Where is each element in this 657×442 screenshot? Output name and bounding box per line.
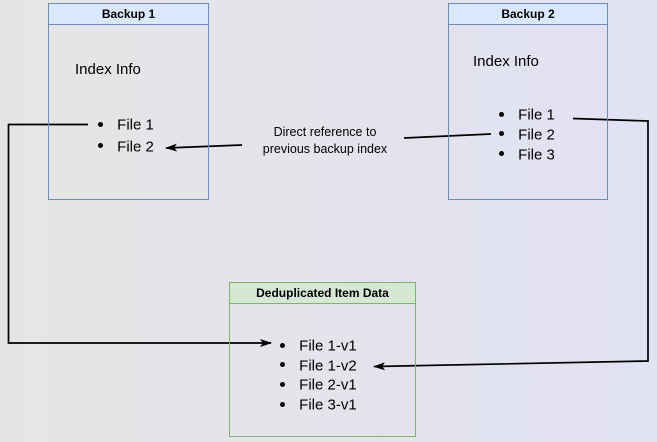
file-list-item: File 1-v2 xyxy=(280,356,357,376)
edge-label: Direct reference to previous backup inde… xyxy=(262,125,388,156)
file-label: File 3-v1 xyxy=(299,396,357,414)
file-list-item: File 2 xyxy=(98,136,154,158)
bullet-icon xyxy=(280,342,285,348)
backup2-box: Backup 2 Index Info File 1 File 2 File 3 xyxy=(448,3,608,200)
file-list-item: File 3-v1 xyxy=(280,395,357,415)
file-list-item: File 1 xyxy=(499,105,555,125)
bullet-icon xyxy=(499,151,504,157)
bullet-icon xyxy=(499,111,504,117)
file-label: File 1 xyxy=(117,116,154,134)
backup2-subtitle: Index Info xyxy=(473,53,539,70)
file-list-item: File 1-v1 xyxy=(280,336,357,356)
dedup-box: Deduplicated Item Data File 1-v1 File 1-… xyxy=(229,282,416,437)
file-label: File 1 xyxy=(518,106,555,124)
file-label: File 2 xyxy=(117,138,154,156)
dedup-item-list: File 1-v1 File 1-v2 File 2-v1 File 3-v1 xyxy=(280,336,357,415)
file-list-item: File 1 xyxy=(98,114,154,136)
backup1-file-list: File 1 File 2 xyxy=(98,114,154,157)
file-list-item: File 2 xyxy=(499,125,555,145)
bullet-icon xyxy=(499,131,504,137)
bullet-icon xyxy=(280,382,285,387)
backup1-subtitle: Index Info xyxy=(75,61,141,78)
file-list-item: File 3 xyxy=(499,145,555,165)
file-label: File 3 xyxy=(518,145,555,163)
bullet-icon xyxy=(98,121,103,127)
backup2-title: Backup 2 xyxy=(449,4,607,25)
backup1-title: Backup 1 xyxy=(49,4,208,25)
file-label: File 1-v2 xyxy=(299,357,357,375)
file-label: File 2-v1 xyxy=(299,376,357,394)
bullet-icon xyxy=(280,362,285,368)
file-label: File 2 xyxy=(518,126,555,144)
bullet-icon xyxy=(98,143,103,149)
bullet-icon xyxy=(280,401,285,407)
backup2-file-list: File 1 File 2 File 3 xyxy=(499,105,555,164)
file-label: File 1-v1 xyxy=(299,337,357,355)
file-list-item: File 2-v1 xyxy=(280,375,357,395)
dedup-title: Deduplicated Item Data xyxy=(230,283,415,304)
backup1-box: Backup 1 Index Info File 1 File 2 xyxy=(48,3,209,200)
